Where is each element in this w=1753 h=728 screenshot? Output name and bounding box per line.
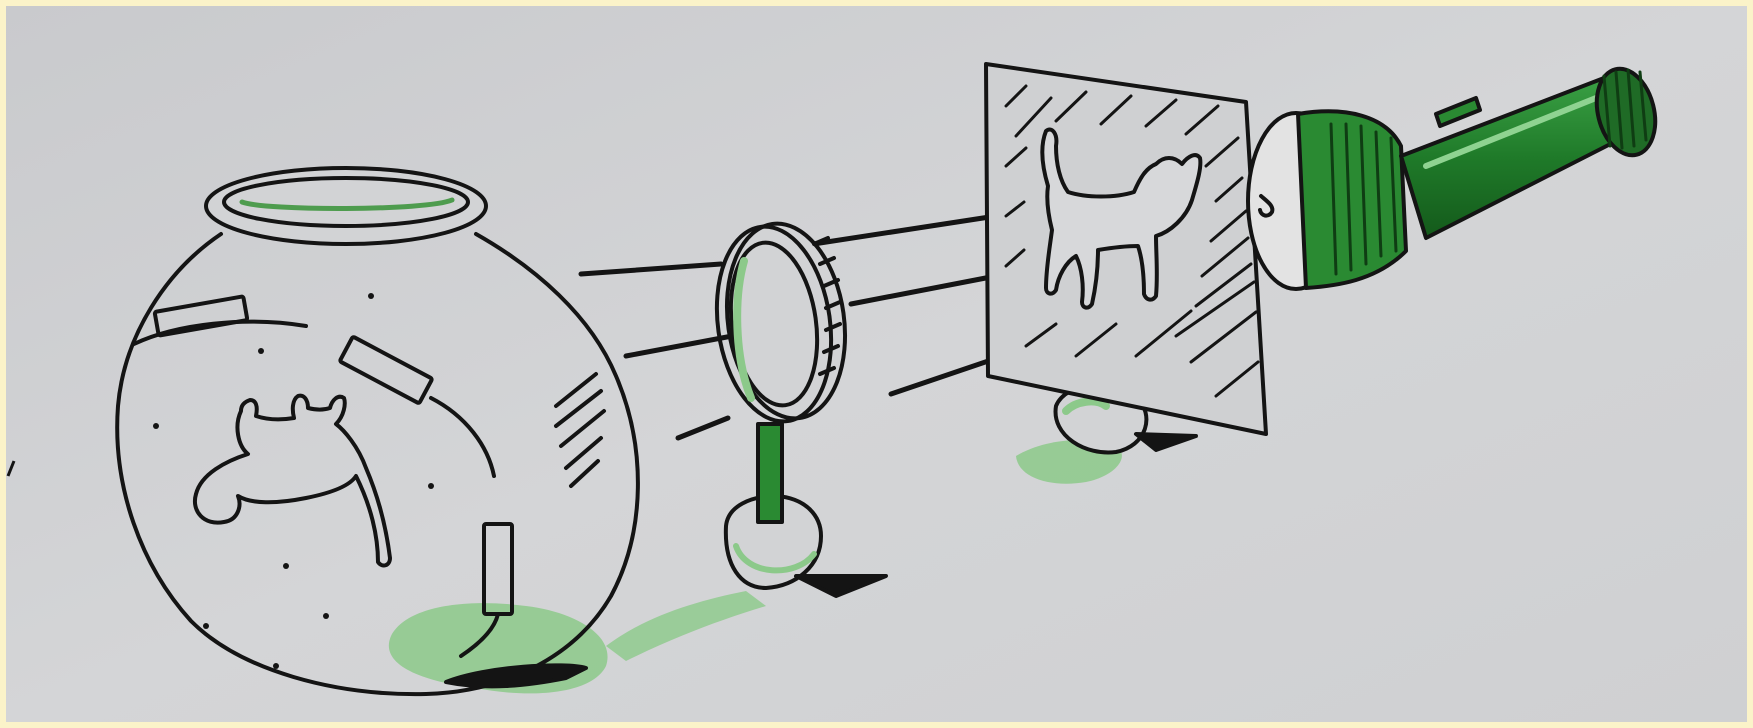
paper-background	[6, 6, 1747, 722]
illustration	[6, 6, 1747, 722]
illustration-canvas	[6, 6, 1747, 722]
